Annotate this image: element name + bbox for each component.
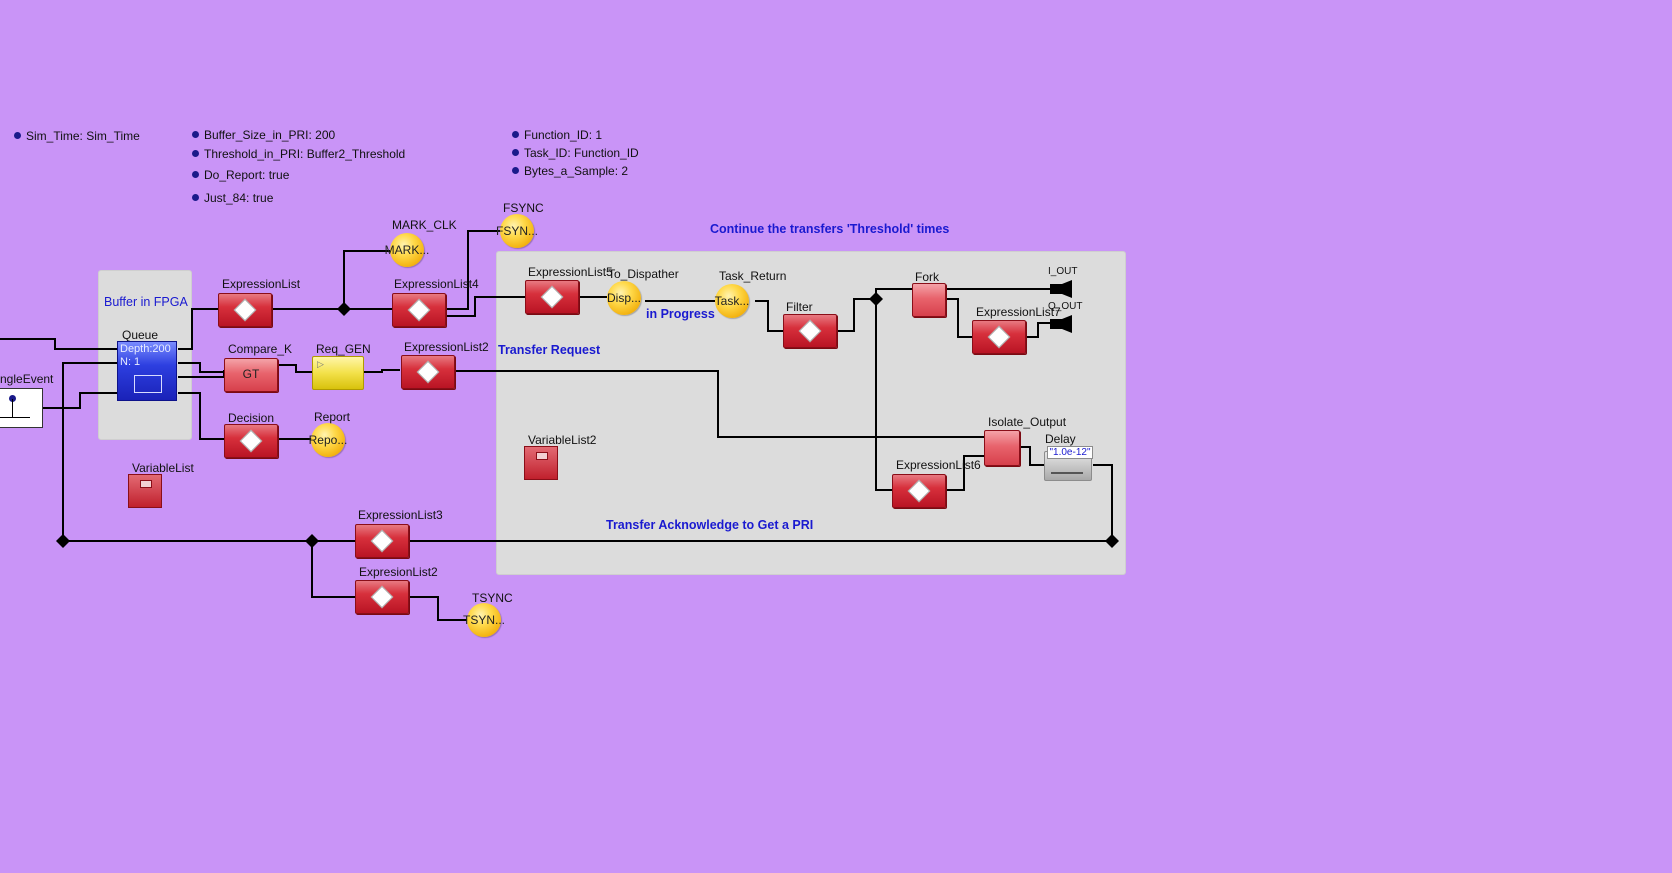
expression-icon: [233, 298, 257, 322]
req-gen-actor[interactable]: ▷: [312, 356, 364, 390]
parameter-dot-icon: [192, 150, 199, 158]
variable-list-actor[interactable]: [128, 474, 162, 508]
param-sim-time[interactable]: Sim_Time: Sim_Time: [14, 129, 140, 143]
expression-list4-label: ExpressionList4: [394, 277, 479, 291]
expression-icon: [540, 285, 564, 309]
parameter-dot-icon: [512, 131, 519, 139]
parameter-dot-icon: [192, 131, 199, 139]
task-return-label: Task_Return: [719, 269, 787, 283]
trigger-icon: ▷: [317, 359, 324, 369]
task-return-actor[interactable]: Task...: [715, 284, 749, 318]
param-bytes-a-sample[interactable]: Bytes_a_Sample: 2: [512, 164, 628, 178]
expression-list-actor[interactable]: [218, 293, 272, 327]
queue-depth: Depth:200: [120, 343, 171, 355]
expression-list5-label: ExpressionList5: [528, 265, 613, 279]
expression-icon: [907, 479, 931, 503]
param-buffer-size[interactable]: Buffer_Size_in_PRI: 200: [192, 128, 335, 142]
delay-icon: [1051, 460, 1083, 474]
filter-actor[interactable]: [783, 314, 837, 348]
variable-list2-actor[interactable]: [524, 446, 558, 480]
req-gen-label: Req_GEN: [316, 342, 371, 356]
variable-list-label: VariableList: [132, 461, 194, 475]
annotation-buffer-in-fpga[interactable]: Buffer in FPGA: [104, 295, 188, 309]
report-label: Report: [314, 410, 351, 424]
expression-icon: [370, 585, 394, 609]
tsync-label: TSYNC: [472, 591, 513, 605]
variable-list2-label: VariableList2: [528, 433, 597, 447]
i-out-port-icon[interactable]: [1050, 280, 1072, 298]
q-out-port-icon[interactable]: [1050, 315, 1072, 333]
compare-k-label: Compare_K: [228, 342, 293, 356]
single-event-label: ngleEvent: [0, 372, 54, 386]
expression-list2-top-actor[interactable]: [401, 355, 455, 389]
param-threshold[interactable]: Threshold_in_PRI: Buffer2_Threshold: [192, 147, 405, 161]
event-dot-icon: [9, 395, 16, 402]
param-do-report[interactable]: Do_Report: true: [192, 168, 289, 182]
queue-actor[interactable]: Depth:200 N: 1: [117, 341, 177, 401]
transfer-group[interactable]: [496, 251, 1126, 575]
expression-icon: [239, 429, 263, 453]
expression-list6-actor[interactable]: [892, 474, 946, 508]
expression-list3-label: ExpressionList3: [358, 508, 443, 522]
i-out-label: I_OUT: [1048, 266, 1078, 277]
expression-list7-actor[interactable]: [972, 320, 1026, 354]
mark-clk-label: MARK_CLK: [392, 218, 457, 232]
expression-icon: [370, 529, 394, 553]
expression-icon: [407, 298, 431, 322]
parameter-dot-icon: [192, 171, 199, 179]
variable-icon: [140, 480, 152, 488]
expression-list7-label: ExpressionList7: [976, 305, 1061, 319]
compare-op: GT: [242, 367, 260, 381]
expresion-list2-actor[interactable]: [355, 580, 409, 614]
to-dispather-actor[interactable]: Disp...: [607, 281, 641, 315]
annotation-in-progress[interactable]: in Progress: [646, 307, 715, 321]
expression-list3-actor[interactable]: [355, 524, 409, 558]
compare-k-actor[interactable]: GT: [224, 358, 278, 392]
expresion-list2-label: ExpresionList2: [359, 565, 438, 579]
expression-icon: [416, 360, 440, 384]
delay-actor[interactable]: "1.0e-12": [1044, 446, 1093, 481]
expression-icon: [987, 325, 1011, 349]
fork-label: Fork: [915, 270, 939, 284]
expression-list-label: ExpressionList: [222, 277, 301, 291]
fork-actor[interactable]: [912, 283, 946, 317]
annotation-transfer-ack[interactable]: Transfer Acknowledge to Get a PRI: [606, 518, 814, 532]
single-event-actor[interactable]: [0, 388, 43, 428]
parameter-dot-icon: [512, 149, 519, 157]
expression-list2-top-label: ExpressionList2: [404, 340, 489, 354]
param-function-id[interactable]: Function_ID: 1: [512, 128, 602, 142]
delay-label: Delay: [1045, 432, 1076, 446]
queue-n: N: 1: [120, 356, 141, 368]
parameter-dot-icon: [192, 194, 199, 202]
param-task-id[interactable]: Task_ID: Function_ID: [512, 146, 639, 160]
parameter-dot-icon: [512, 167, 519, 175]
tsync-actor[interactable]: TSYN...: [463, 603, 505, 637]
report-actor[interactable]: Repo...: [309, 423, 347, 457]
annotation-transfer-request[interactable]: Transfer Request: [498, 343, 601, 357]
decision-label: Decision: [228, 411, 275, 425]
queue-label: Queue: [122, 328, 159, 342]
filter-label: Filter: [786, 300, 813, 314]
variable-icon: [536, 452, 548, 460]
to-dispather-label: To_Dispather: [608, 267, 679, 281]
mark-clk-actor[interactable]: MARK...: [385, 233, 429, 267]
fsync-actor[interactable]: FSYN...: [496, 214, 538, 248]
param-just-84[interactable]: Just_84: true: [192, 191, 273, 205]
expression-list5-actor[interactable]: [525, 280, 579, 314]
expression-list6-label: ExpressionList6: [896, 458, 981, 472]
delay-value: "1.0e-12": [1047, 446, 1093, 459]
decision-actor[interactable]: [224, 424, 278, 458]
isolate-output-actor[interactable]: [984, 430, 1020, 466]
isolate-output-label: Isolate_Output: [988, 415, 1067, 429]
fsync-label: FSYNC: [503, 201, 544, 215]
annotation-continue-transfers[interactable]: Continue the transfers 'Threshold' times: [710, 222, 950, 236]
expression-icon: [798, 319, 822, 343]
q-out-label: Q_OUT: [1048, 301, 1083, 312]
expression-list4-actor[interactable]: [392, 293, 446, 327]
queue-icon: [134, 375, 162, 393]
parameter-dot-icon: [14, 132, 21, 140]
